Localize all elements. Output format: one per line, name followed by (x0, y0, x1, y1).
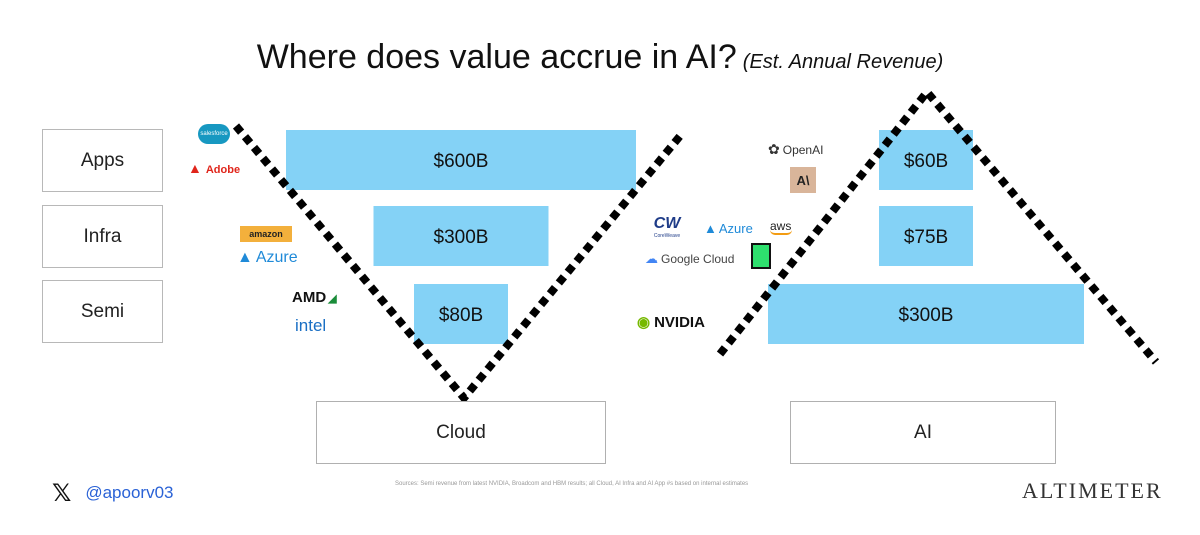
bar-label-ai-apps: $60B (904, 151, 948, 172)
title-text: Where does value accrue in AI? (256, 38, 737, 76)
bar-cloud-apps (286, 130, 636, 190)
footer-handle: 𝕏 @apoorv03 (52, 479, 174, 507)
bar-label-ai-infra: $75B (904, 227, 948, 248)
azure-logo-ai-icon: ▲Azure (704, 221, 753, 236)
lambda-logo-icon (751, 243, 771, 269)
slide-title: Where does value accrue in AI?(Est. Annu… (0, 38, 1200, 77)
subtitle-text: (Est. Annual Revenue) (742, 51, 944, 73)
base-box-cloud: Cloud (316, 401, 606, 464)
layer-label-semi: Semi (42, 280, 163, 343)
bar-label-cloud-apps: $600B (434, 151, 489, 172)
bar-cloud-infra (373, 206, 549, 266)
amazon-logo-icon: amazon (240, 226, 292, 242)
bar-cloud-semi (414, 284, 508, 344)
cloud-inverted-triangle-outline (232, 123, 684, 405)
nvidia-logo-icon: ◉NVIDIA (637, 314, 705, 331)
azure-logo-cloud-icon: ▲Azure (237, 249, 298, 266)
layer-label-apps: Apps (42, 129, 163, 192)
intel-logo-icon: intel (295, 316, 327, 335)
adobe-logo-icon: ▲Adobe (188, 160, 241, 176)
google-cloud-logo-icon: ☁Google Cloud (645, 251, 735, 266)
bar-label-cloud-semi: $80B (439, 305, 483, 326)
bar-ai-apps (879, 130, 973, 190)
x-logo-icon: 𝕏 (52, 479, 72, 507)
bar-ai-infra (879, 206, 973, 266)
aws-logo-icon: aws (770, 219, 792, 235)
amd-logo-icon: AMD◢ (292, 289, 337, 306)
layer-label-infra: Infra (42, 205, 163, 268)
bar-ai-semi (768, 284, 1084, 344)
openai-logo-icon: ✿OpenAI (768, 141, 824, 157)
handle-text: @apoorv03 (85, 483, 174, 502)
base-box-ai: AI (790, 401, 1056, 464)
altimeter-logo: ALTIMETER (1022, 478, 1163, 503)
salesforce-logo-icon: salesforce (198, 124, 230, 144)
sources-note: Sources: Semi revenue from latest NVIDIA… (395, 481, 749, 487)
anthropic-logo-icon: A\ (790, 167, 816, 193)
bar-label-cloud-infra: $300B (434, 227, 489, 248)
bar-label-ai-semi: $300B (899, 305, 954, 326)
